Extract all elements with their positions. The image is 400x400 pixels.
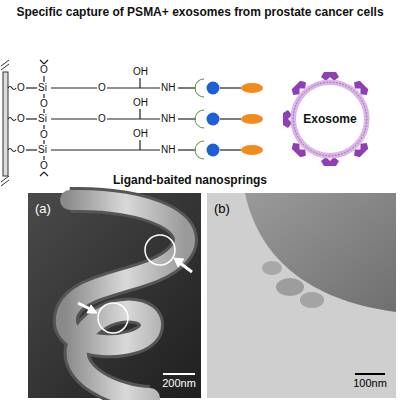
blue-bead — [207, 113, 220, 126]
highlight-circle — [145, 235, 175, 265]
atom-label: O — [40, 129, 48, 141]
nanospring-edge — [245, 193, 396, 312]
atom-label: NH — [161, 144, 175, 156]
caption-label: Ligand-baited nanosprings — [113, 173, 267, 187]
nanospring — [66, 200, 185, 398]
scale-bar — [163, 373, 195, 375]
nanospring-shadow — [66, 200, 185, 398]
panel-label: (b) — [214, 201, 230, 217]
blue-bead — [207, 144, 220, 157]
pointer-arrow — [78, 258, 192, 313]
atom-label: O — [40, 98, 48, 110]
atom-label: Si — [38, 82, 47, 94]
captured-exosome — [262, 261, 282, 275]
atom-label: Si — [38, 144, 47, 156]
atom-label: Si — [38, 113, 47, 125]
tem-panel — [207, 193, 396, 398]
psma-proteins — [283, 72, 370, 166]
orange-ligand — [241, 83, 263, 93]
atom-label: O — [98, 113, 106, 125]
atom-label: NH — [161, 82, 175, 94]
ligand-group — [195, 79, 263, 159]
atom-label: O — [17, 82, 25, 94]
captured-exosome — [300, 292, 324, 308]
captured-exosome — [276, 278, 304, 296]
scale-bar — [355, 373, 385, 375]
atom-label: OH — [133, 97, 148, 109]
scale-label: 200nm — [162, 377, 196, 390]
orange-ligand — [241, 145, 263, 155]
substrate — [3, 72, 8, 176]
binding-crescent — [195, 141, 204, 159]
membrane — [293, 82, 367, 156]
membrane-dots — [293, 82, 367, 156]
atom-label: NH — [161, 113, 175, 125]
highlight-circle — [98, 303, 128, 333]
scale-label: 100nm — [353, 377, 387, 390]
blue-bead — [207, 82, 220, 95]
atom-label: O — [40, 160, 48, 172]
binding-crescent — [195, 79, 204, 97]
orange-ligand — [241, 114, 263, 124]
sem-panel — [28, 193, 201, 398]
atom-label: O — [40, 64, 48, 76]
atom-label: O — [98, 82, 106, 94]
title: Specific capture of PSMA+ exosomes from … — [16, 5, 383, 19]
atom-label: OH — [133, 128, 148, 140]
atom-label: OH — [133, 66, 148, 78]
vesicle-label: Exosome — [303, 112, 356, 126]
binding-crescent — [195, 110, 204, 128]
atom-label: O — [17, 113, 25, 125]
chain-bonds — [8, 60, 241, 176]
exosome-vesicle: Exosome — [290, 79, 370, 159]
break-mark — [1, 60, 9, 186]
panel-label: (a) — [35, 201, 51, 217]
atom-label: O — [17, 144, 25, 156]
